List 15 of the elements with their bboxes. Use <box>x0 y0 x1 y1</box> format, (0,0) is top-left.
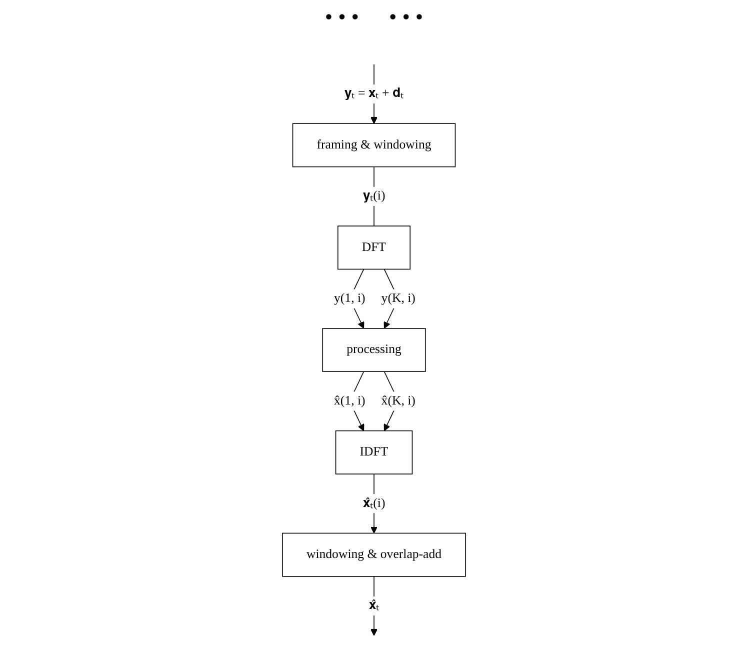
node-box: processing <box>322 328 426 372</box>
edge-label: x̂(1, i) <box>334 394 366 408</box>
node-box: DFT <box>338 226 410 270</box>
edge-label: x̂(K, i) <box>381 394 416 408</box>
edge-label: 𝐱̂ₜ <box>368 598 380 612</box>
edge-label: y(K, i) <box>381 292 416 306</box>
node-box: IDFT <box>335 430 413 474</box>
edge-label: 𝐲ₜ = 𝐱ₜ + 𝐝ₜ <box>344 86 404 100</box>
node-box: framing & windowing <box>292 123 456 168</box>
ellipsis-dots: • • • <box>389 4 424 30</box>
node-box: windowing & overlap-add <box>282 532 466 577</box>
edge-label: 𝐲ₜ(i) <box>362 189 386 203</box>
edge-label: y(1, i) <box>334 292 366 306</box>
edge-label: 𝐱̂ₜ(i) <box>362 496 386 510</box>
ellipsis-dots: • • • <box>324 4 359 30</box>
